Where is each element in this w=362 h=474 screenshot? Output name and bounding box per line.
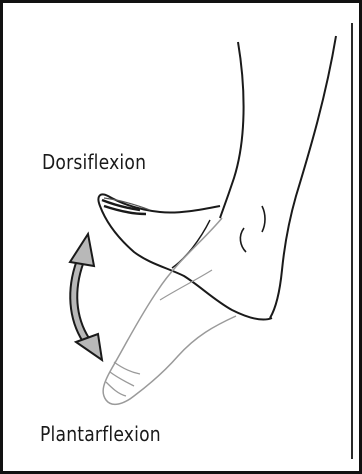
ankle-crease-mark [262,206,265,232]
achilles-line [172,220,210,268]
plantarflexed-sole [160,270,212,300]
plantarflexed-toes [106,362,140,396]
double-headed-arrow-icon [70,234,102,360]
dorsiflexion-label: Dorsiflexion [42,150,146,174]
ankle-bone-mark [240,228,246,252]
plantarflexion-label: Plantarflexion [40,422,161,446]
plantarflexed-foot-outline [103,218,236,404]
leg-back-contour [220,42,244,218]
leg-front-contour [270,36,336,318]
